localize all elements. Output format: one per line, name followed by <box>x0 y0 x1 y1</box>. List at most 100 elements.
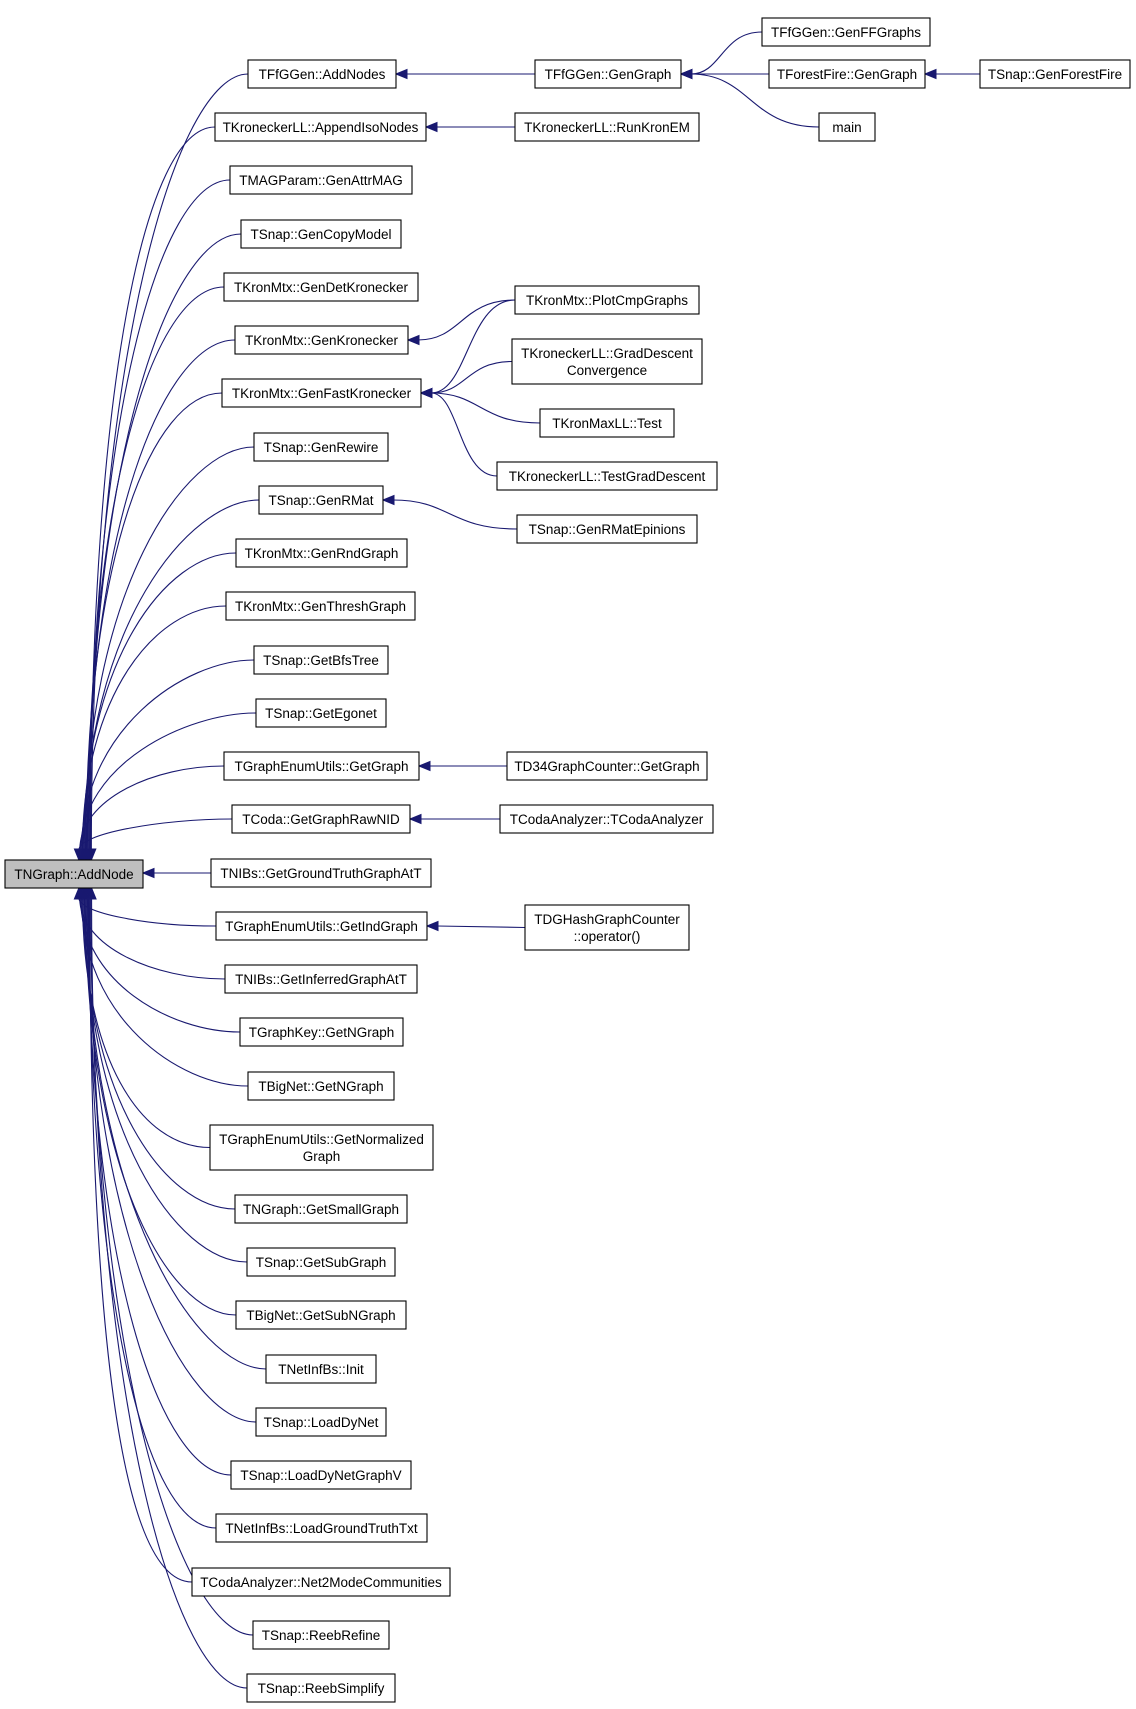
node-n20[interactable]: TBigNet::GetNGraph <box>247 1071 395 1101</box>
edge-n27-to-root <box>87 897 232 1476</box>
node-d1[interactable]: TFfGGen::GenFFGraphs <box>761 17 931 47</box>
node-n10[interactable]: TKronMtx::GenRndGraph <box>235 538 408 568</box>
node-box <box>255 1407 387 1437</box>
node-n4[interactable]: TSnap::GenCopyModel <box>240 219 402 249</box>
node-n14[interactable]: TGraphEnumUtils::GetGraph <box>223 751 420 781</box>
node-box <box>506 751 708 781</box>
node-label: TMAGParam::GenAttrMAG <box>239 173 403 188</box>
node-d3[interactable]: main <box>818 112 876 142</box>
node-label: TSnap::ReebRefine <box>262 1628 381 1643</box>
node-c6[interactable]: TKroneckerLL::TestGradDescent <box>496 461 718 491</box>
node-label: TKronMtx::GenDetKronecker <box>234 280 409 295</box>
edge-c5-to-n7 <box>430 392 541 424</box>
node-n19[interactable]: TGraphKey::GetNGraph <box>239 1017 404 1047</box>
node-c3[interactable]: TKronMtx::PlotCmpGraphs <box>514 285 700 315</box>
root-node[interactable]: TNGraph::AddNode <box>4 859 144 889</box>
edge-c3-to-n6 <box>417 299 516 341</box>
node-n2[interactable]: TKroneckerLL::AppendIsoNodes <box>214 112 427 142</box>
node-c1[interactable]: TFfGGen::GenGraph <box>534 59 682 89</box>
node-c7[interactable]: TSnap::GenRMatEpinions <box>516 514 698 544</box>
node-n29[interactable]: TCodaAnalyzer::Net2ModeCommunities <box>191 1567 451 1597</box>
edge-c3-to-n7 <box>430 299 516 394</box>
node-n22[interactable]: TNGraph::GetSmallGraph <box>234 1194 408 1224</box>
node-label: TFfGGen::GenGraph <box>545 67 672 82</box>
node-n18[interactable]: TNIBs::GetInferredGraphAtT <box>224 964 418 994</box>
node-n31[interactable]: TSnap::ReebSimplify <box>246 1673 396 1703</box>
node-label: TKronMaxLL::Test <box>552 416 662 431</box>
node-n25[interactable]: TNetInfBs::Init <box>265 1354 377 1384</box>
node-box <box>761 17 931 47</box>
arrowhead-c2-to-n2 <box>424 121 438 133</box>
node-label: main <box>832 120 861 135</box>
node-c5[interactable]: TKronMaxLL::Test <box>539 408 675 438</box>
node-box <box>247 59 397 89</box>
node-label: TKroneckerLL::TestGradDescent <box>509 469 706 484</box>
node-c9[interactable]: TCodaAnalyzer::TCodaAnalyzer <box>499 804 714 834</box>
node-label: TSnap::LoadDyNet <box>264 1415 379 1430</box>
node-label: TCoda::GetGraphRawNID <box>242 812 400 827</box>
node-c2[interactable]: TKroneckerLL::RunKronEM <box>514 112 700 142</box>
node-label: TGraphEnumUtils::GetNormalized <box>219 1132 424 1147</box>
node-label: TSnap::GetEgonet <box>265 706 377 721</box>
node-box <box>539 408 675 438</box>
edge-n17-to-root <box>78 897 217 927</box>
node-n5[interactable]: TKronMtx::GenDetKronecker <box>223 272 419 302</box>
arrowhead-n16-to-root <box>141 867 155 879</box>
node-n3[interactable]: TMAGParam::GenAttrMAG <box>229 165 413 195</box>
edge-c4-to-n7 <box>430 360 513 394</box>
node-box <box>229 165 413 195</box>
node-n1[interactable]: TFfGGen::AddNodes <box>247 59 397 89</box>
node-box <box>231 804 411 834</box>
node-n30[interactable]: TSnap::ReebRefine <box>252 1620 390 1650</box>
node-label: Convergence <box>567 363 647 378</box>
node-n28[interactable]: TNetInfBs::LoadGroundTruthTxt <box>215 1513 428 1543</box>
node-e1[interactable]: TSnap::GenForestFire <box>979 59 1131 89</box>
node-c10[interactable]: TDGHashGraphCounter::operator() <box>524 904 690 951</box>
node-label: TKronMtx::GenKronecker <box>245 333 399 348</box>
node-n11[interactable]: TKronMtx::GenThreshGraph <box>225 591 416 621</box>
edge-n3-to-root <box>89 179 231 851</box>
node-box <box>499 804 714 834</box>
edge-n28-to-root <box>88 897 217 1529</box>
node-n8[interactable]: TSnap::GenRewire <box>253 432 389 462</box>
edge-n12-to-root <box>81 659 255 851</box>
node-box <box>253 645 389 675</box>
node-d2[interactable]: TForestFire::GenGraph <box>768 59 926 89</box>
node-n27[interactable]: TSnap::LoadDyNetGraphV <box>230 1460 412 1490</box>
node-n9[interactable]: TSnap::GenRMat <box>258 485 384 515</box>
node-label: ::operator() <box>574 929 641 944</box>
edge-n7-to-root <box>85 392 223 851</box>
node-c8[interactable]: TD34GraphCounter::GetGraph <box>506 751 708 781</box>
node-box <box>534 59 682 89</box>
node-box <box>255 698 387 728</box>
node-box <box>240 219 402 249</box>
node-n13[interactable]: TSnap::GetEgonet <box>255 698 387 728</box>
edge-n31-to-root <box>91 897 248 1689</box>
node-n26[interactable]: TSnap::LoadDyNet <box>255 1407 387 1437</box>
node-box <box>496 461 718 491</box>
edge-n9-to-root <box>83 499 260 851</box>
node-n23[interactable]: TSnap::GetSubGraph <box>246 1247 396 1277</box>
arrowhead-c1-to-n1 <box>394 68 408 80</box>
edge-d3-to-c1 <box>690 73 820 128</box>
node-n16[interactable]: TNIBs::GetGroundTruthGraphAtT <box>210 858 432 888</box>
node-box <box>516 514 698 544</box>
node-n17[interactable]: TGraphEnumUtils::GetIndGraph <box>215 911 428 941</box>
node-n7[interactable]: TKronMtx::GenFastKronecker <box>221 378 422 408</box>
node-label: TGraphEnumUtils::GetIndGraph <box>225 919 418 934</box>
node-box <box>215 911 428 941</box>
node-n15[interactable]: TCoda::GetGraphRawNID <box>231 804 411 834</box>
node-label: TCodaAnalyzer::TCodaAnalyzer <box>510 812 704 827</box>
node-label: TBigNet::GetNGraph <box>258 1079 383 1094</box>
node-n24[interactable]: TBigNet::GetSubNGraph <box>235 1300 407 1330</box>
node-box <box>524 904 690 951</box>
arrowhead-c7-to-n9 <box>381 494 395 506</box>
node-n12[interactable]: TSnap::GetBfsTree <box>253 645 389 675</box>
node-n6[interactable]: TKronMtx::GenKronecker <box>234 325 409 355</box>
node-box <box>210 858 432 888</box>
node-box <box>252 1620 390 1650</box>
node-label: TSnap::GenRewire <box>264 440 379 455</box>
node-box <box>224 964 418 994</box>
